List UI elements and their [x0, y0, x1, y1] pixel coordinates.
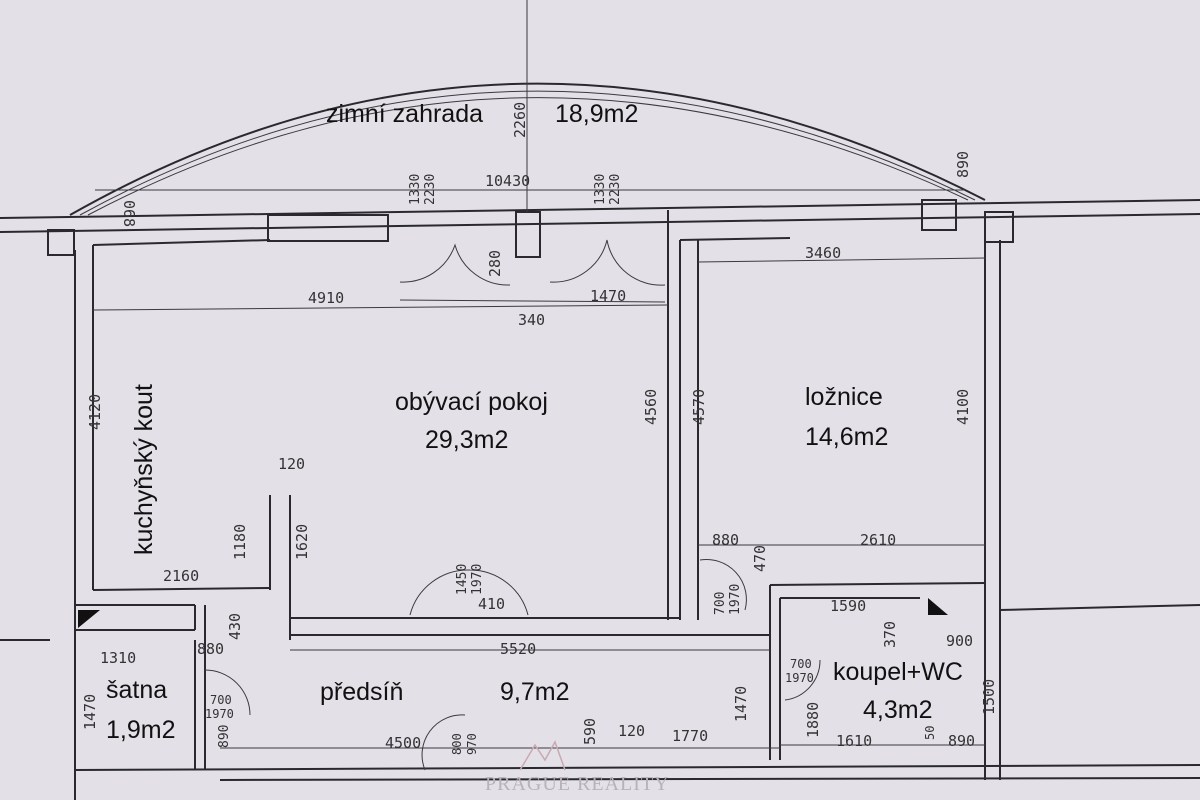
dimension: 470: [751, 545, 769, 572]
dimension: 900: [946, 632, 973, 650]
dimension: 890: [948, 732, 975, 750]
dimension: 280: [486, 250, 504, 277]
dimension: 4100: [954, 389, 972, 425]
room-name-bedroom: ložnice: [805, 383, 883, 411]
dimension: 1590: [830, 597, 866, 615]
dimension: 410: [478, 595, 505, 613]
dimension: 4560: [642, 389, 660, 425]
dimension: 2230: [423, 174, 438, 205]
dimension: 590: [581, 718, 599, 745]
dimension: 1330: [593, 174, 608, 205]
room-area-bathroom: 4,3m2: [863, 696, 932, 724]
room-name-winter-garden: zimní zahrada: [326, 100, 483, 128]
watermark-logo-icon: [519, 740, 566, 771]
dimension: 4910: [308, 289, 344, 307]
dimension: 120: [618, 722, 645, 740]
room-area-bedroom: 14,6m2: [805, 423, 888, 451]
room-name-kitchen: kuchyňský kout: [130, 384, 158, 555]
dimension: 3460: [805, 244, 841, 262]
dimension: 1610: [836, 732, 872, 750]
dimension: 1470: [590, 287, 626, 305]
dimension: 2160: [163, 567, 199, 585]
dimension: 4500: [385, 734, 421, 752]
dimension: 4570: [690, 389, 708, 425]
room-area-living-room: 29,3m2: [425, 426, 508, 454]
dimension: 700: [790, 657, 812, 671]
room-area-hallway: 9,7m2: [500, 678, 569, 706]
dimension: 1880: [804, 702, 822, 738]
room-name-living-room: obývací pokoj: [395, 388, 548, 416]
dimension: 2610: [860, 531, 896, 549]
dimension: 890: [954, 151, 972, 178]
watermark: PRAGUE REALITY: [485, 740, 670, 795]
dimension: 1500: [980, 679, 998, 715]
room-area-winter-garden: 18,9m2: [555, 100, 638, 128]
dimension: 880: [712, 531, 739, 549]
dimension: 1770: [672, 727, 708, 745]
dimension: 1450: [455, 564, 470, 595]
dimension: 2230: [608, 174, 623, 205]
watermark-text: PRAGUE REALITY: [485, 773, 670, 795]
dimension: 1470: [81, 694, 99, 730]
room-name-wardrobe: šatna: [106, 676, 167, 704]
dimension: 068: [120, 200, 138, 227]
dimension: 1470: [732, 686, 750, 722]
dimension: 10430: [485, 172, 530, 190]
dimension: 430: [226, 613, 244, 640]
vertical-dimensions: 2260 068 890 1330 2230 1330 2230 280 412…: [81, 102, 998, 755]
dimension: 890: [217, 725, 232, 748]
dimension: 700: [210, 693, 232, 707]
room-name-bathroom: koupel+WC: [833, 658, 963, 686]
dimension: 4120: [86, 394, 104, 430]
dimension: 1970: [728, 584, 743, 615]
room-area-wardrobe: 1,9m2: [106, 716, 175, 744]
dimension: 970: [465, 733, 479, 755]
dimension: 370: [881, 621, 899, 648]
dimension: 120: [278, 455, 305, 473]
dimension: 800: [450, 733, 464, 755]
dimension: 1310: [100, 649, 136, 667]
dimension: 880: [197, 640, 224, 658]
dimension: 1970: [205, 707, 234, 721]
dimension: 50: [923, 726, 937, 740]
room-name-hallway: předsíň: [320, 678, 403, 706]
dimension: 1180: [231, 524, 249, 560]
dimension: 2260: [511, 102, 529, 138]
dimension: 700: [713, 592, 728, 615]
dimension: 340: [518, 311, 545, 329]
dimension: 5520: [500, 640, 536, 658]
room-labels: zimní zahrada 18,9m2 obývací pokoj 29,3m…: [106, 100, 963, 744]
dimension: 1970: [785, 671, 814, 685]
dimension: 1970: [470, 564, 485, 595]
dimension: 1620: [293, 524, 311, 560]
dimension: 1330: [408, 174, 423, 205]
horizontal-dimensions: 10430 4910 3460 1470 340 120 2160 880 26…: [100, 172, 975, 752]
